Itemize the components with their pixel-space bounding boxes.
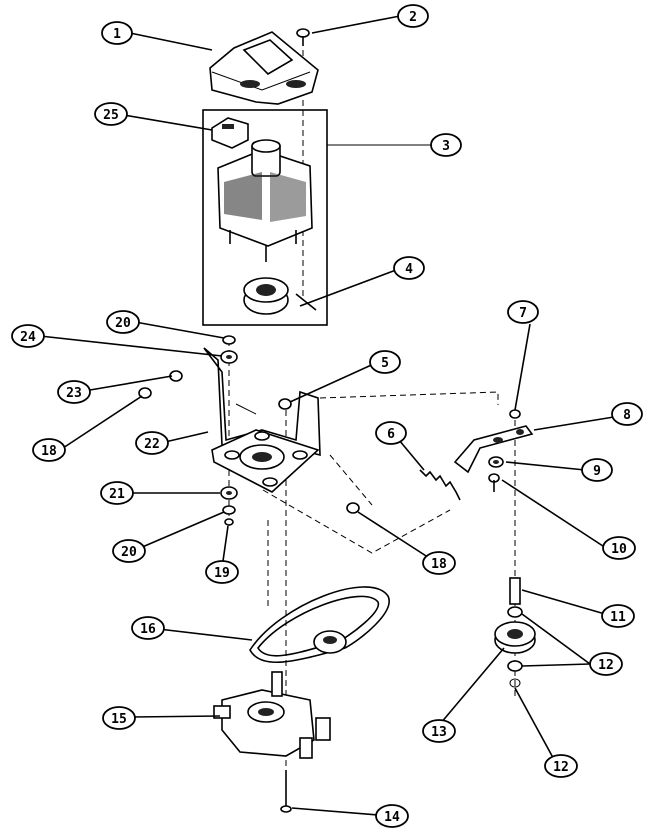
washer-part-7: [509, 409, 521, 419]
svg-text:12: 12: [553, 760, 569, 775]
bolt-part-10: [488, 473, 500, 492]
bushing-20-top: [222, 335, 236, 345]
callout-18-left: 18: [32, 438, 66, 462]
svg-text:12: 12: [598, 658, 614, 673]
idler-spring: [419, 469, 461, 501]
drive-motor: [217, 139, 313, 262]
callout-20-top: 20: [106, 310, 140, 334]
callout-25: 25: [94, 102, 128, 126]
callout-13: 18: [422, 551, 456, 575]
nut-19: [224, 518, 234, 526]
callout-12-lower: 12: [544, 754, 578, 778]
idler-arm: [453, 425, 534, 474]
screw-18-left: [138, 387, 152, 399]
svg-text:16: 16: [140, 622, 156, 637]
svg-text:7: 7: [519, 306, 527, 321]
svg-text:18: 18: [41, 444, 57, 459]
screw-part-2: [296, 28, 310, 46]
callout-16: 15: [102, 706, 136, 730]
callout-15: 14: [375, 804, 409, 828]
motor-pulley: [243, 277, 317, 315]
callout-21: 21: [100, 481, 134, 505]
washer-part-9: [488, 456, 504, 468]
pump-screw: [280, 770, 292, 813]
svg-text:11: 11: [610, 610, 626, 625]
drive-belt: [249, 586, 390, 663]
callout-19: 19: [205, 560, 239, 584]
svg-text:18: 18: [431, 557, 447, 572]
svg-text:10: 10: [611, 542, 627, 557]
svg-text:25: 25: [103, 108, 119, 123]
svg-text:23: 23: [66, 386, 82, 401]
grommet-24: [220, 350, 238, 364]
screw-18-right: [346, 502, 360, 514]
bushing-20-bottom: [222, 505, 236, 515]
shaft-part-11: [509, 577, 521, 605]
svg-text:20: 20: [121, 545, 137, 560]
svg-text:24: 24: [20, 330, 36, 345]
callout-7: 7: [507, 300, 539, 324]
svg-text:22: 22: [144, 437, 160, 452]
callout-1: 1: [101, 21, 133, 45]
callout-5: 5: [369, 350, 401, 374]
callout-3: 3: [430, 133, 462, 157]
callout-22: 22: [135, 431, 169, 455]
svg-text:19: 19: [214, 566, 230, 581]
callout-20-bottom: 20: [112, 539, 146, 563]
svg-text:4: 4: [405, 262, 413, 277]
svg-text:15: 15: [111, 712, 127, 727]
callout-12-upper: 12: [589, 652, 623, 676]
svg-text:21: 21: [109, 487, 125, 502]
svg-text:6: 6: [387, 427, 395, 442]
motor-mount-bracket: [203, 347, 321, 493]
callout-10: 10: [602, 536, 636, 560]
callout-6: 6: [375, 421, 407, 445]
svg-text:3: 3: [442, 139, 450, 154]
svg-text:9: 9: [593, 464, 601, 479]
motor-switch: [211, 117, 249, 149]
motor-cover: [209, 31, 319, 105]
callout-4: 4: [393, 256, 425, 280]
svg-text:13: 13: [431, 725, 447, 740]
svg-text:14: 14: [384, 810, 400, 825]
motor-assembly-box: [202, 109, 328, 326]
callout-17: 16: [131, 616, 165, 640]
grommet-21: [220, 486, 238, 500]
callout-2: 2: [397, 4, 429, 28]
svg-text:20: 20: [115, 316, 131, 331]
svg-text:8: 8: [623, 408, 631, 423]
idler-pulley: [494, 606, 536, 688]
callout-11: 11: [601, 604, 635, 628]
water-pump: [213, 671, 331, 759]
callout-24: 24: [11, 324, 45, 348]
svg-text:5: 5: [381, 356, 389, 371]
screw-part-5: [278, 398, 292, 410]
callout-23: 23: [57, 380, 91, 404]
leader-lines: [39, 15, 621, 817]
callout-14: 13: [422, 719, 456, 743]
callout-9: 9: [581, 458, 613, 482]
callout-8: 8: [611, 402, 643, 426]
svg-text:2: 2: [409, 10, 417, 25]
svg-text:1: 1: [113, 27, 121, 42]
